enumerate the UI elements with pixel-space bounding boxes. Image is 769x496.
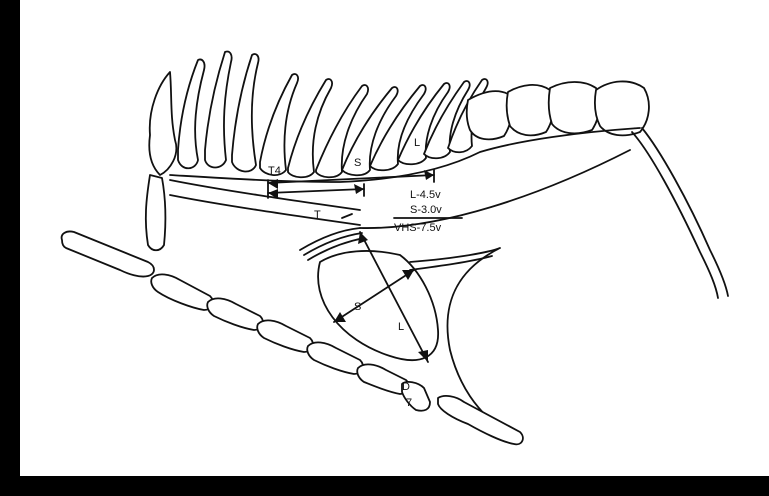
- short-axis-arrow-right: [402, 270, 414, 280]
- arrowhead-s-right: [354, 184, 364, 194]
- label-t: T: [314, 209, 321, 221]
- tick-mark-t: [342, 214, 352, 218]
- long-axis-line: [360, 232, 428, 362]
- measurement-short-axis: S-3.0v: [410, 204, 442, 216]
- label-l: L: [398, 321, 404, 333]
- label-s-top: S: [354, 157, 361, 169]
- trachea-upper: [170, 180, 360, 210]
- thoracic-spinous-processes: [149, 52, 487, 178]
- arrowhead-l-right: [424, 170, 434, 180]
- diagram-canvas: T4 S L T S L D 7 L-4.5v S-3.0v VHS-7.5v: [20, 0, 769, 476]
- first-rib: [146, 175, 165, 250]
- short-axis-arrow-left: [334, 312, 346, 322]
- label-l-top: L: [414, 137, 420, 149]
- label-seven: 7: [406, 397, 412, 409]
- measurement-long-axis: L-4.5v: [410, 189, 441, 201]
- measurement-vhs: VHS-7.5v: [394, 222, 442, 234]
- aorta-line-1: [300, 228, 360, 250]
- vertebral-heart-score-diagram: T4 S L T S L D 7 L-4.5v S-3.0v VHS-7.5v: [20, 0, 769, 476]
- lumbar-vertebrae: [467, 81, 649, 139]
- tail-line-inner: [632, 132, 718, 298]
- label-d: D: [402, 381, 410, 393]
- trachea-lower: [170, 195, 360, 225]
- tail-line-outer: [642, 128, 728, 296]
- label-s: S: [354, 301, 361, 313]
- label-t4: T4: [268, 165, 281, 177]
